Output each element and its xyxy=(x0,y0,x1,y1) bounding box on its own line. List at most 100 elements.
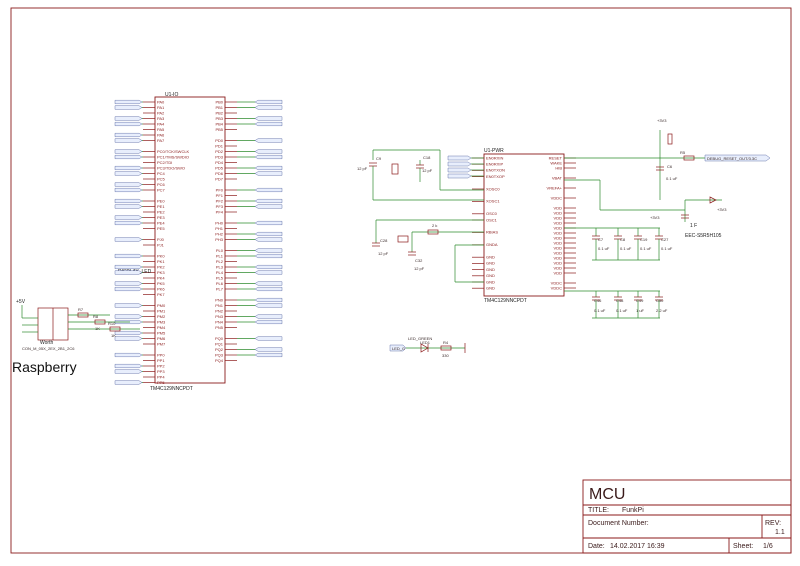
pin-label: GND xyxy=(486,279,495,284)
c6-value: 0.1 uF xyxy=(666,176,678,181)
pin-label: PE2 xyxy=(157,209,165,214)
net-flag xyxy=(114,253,143,258)
c7-value: 0.1 uF xyxy=(598,246,610,251)
vddc-caps: C46 0.1 uF C48 0.1 uF C49 1 uF C50 2.2 u… xyxy=(564,290,668,319)
pin-label: PM2 xyxy=(157,314,166,319)
net-flag xyxy=(254,281,283,286)
pin-label: VDDC xyxy=(551,285,562,290)
pin-label: PK5 xyxy=(157,281,165,286)
resistors-rpi: R7 R8 1K R10 1K xyxy=(77,307,121,338)
pin-label: VDD xyxy=(554,210,563,215)
pin-label: PA3 xyxy=(157,116,165,121)
pin-label: PB1 xyxy=(215,105,223,110)
net-flag xyxy=(254,303,283,308)
title-label: TITLE: xyxy=(588,507,609,514)
c9-value: 12 pF xyxy=(357,166,368,171)
pin-label: PM7 xyxy=(157,341,166,346)
date-value: 14.02.2017 16:39 xyxy=(610,543,665,550)
net-flag xyxy=(114,336,143,341)
r-1k-b: 1K xyxy=(111,333,116,338)
c32-value: 12 pF xyxy=(414,266,425,271)
pin-label: PP5 xyxy=(157,380,165,385)
debug-reset-flag xyxy=(704,154,771,162)
pin-label: PM3 xyxy=(157,319,166,324)
rev-label: REV: xyxy=(765,520,781,527)
sheet-value: 1/6 xyxy=(763,543,773,550)
pin-label: PE0 xyxy=(157,198,165,203)
net-flag xyxy=(114,99,143,105)
pin-label: PL6 xyxy=(216,281,224,286)
pin-label: VDD xyxy=(554,215,563,220)
net-flag xyxy=(114,364,143,368)
c49-label: C49 xyxy=(636,298,644,303)
net-flag xyxy=(254,298,283,302)
net-flag xyxy=(114,353,143,357)
net-flag xyxy=(254,265,283,269)
pin-label: PB0 xyxy=(215,99,223,104)
net-flag xyxy=(254,320,283,324)
pin-label: VDDC xyxy=(551,280,562,285)
pin-label: GND xyxy=(486,261,495,266)
pin-label: PD5 xyxy=(215,165,224,170)
net-flag xyxy=(254,154,283,160)
pin-label: XOSC1 xyxy=(486,199,500,204)
supercap-part: EEC-S5R5H105 xyxy=(685,233,722,239)
net-flag xyxy=(254,198,283,204)
pin-label: VDD xyxy=(554,250,563,255)
pin-label: PD7 xyxy=(215,176,224,181)
pin-label: VDDC xyxy=(551,195,562,200)
pin-label: PE1 xyxy=(157,204,165,209)
net-flag xyxy=(254,105,283,110)
pin-label: PP3 xyxy=(157,369,165,374)
rpi-header-part: CON_M_05X_2EX_2B1_2C6 xyxy=(22,346,75,351)
net-flag xyxy=(254,336,283,341)
pin-label: VDD xyxy=(554,220,563,225)
drawing-frame xyxy=(10,7,792,554)
io-left-net-flags xyxy=(114,99,143,385)
pin-label: EN0TXON xyxy=(486,168,505,173)
net-flag xyxy=(254,138,283,143)
net-flag xyxy=(114,220,143,226)
ic-u1-pwr: U1-PWR EN0RXINEN0RXIPEN0TXONEN0TXOPXOSC0… xyxy=(472,148,576,304)
net-flag xyxy=(254,248,283,253)
net-flag xyxy=(114,138,143,143)
pin-label: PN5 xyxy=(215,325,224,330)
pin-label: PM1 xyxy=(157,308,166,313)
c28-value: 12 pF xyxy=(378,251,389,256)
pin-label: PC4 xyxy=(157,171,166,176)
net-flag xyxy=(254,353,283,357)
pin-label: PC2/TDI xyxy=(157,160,172,165)
c49-value: 1 uF xyxy=(636,308,645,313)
pin-label: PA0 xyxy=(157,99,165,104)
net-flag xyxy=(114,182,143,187)
net-flag xyxy=(254,165,283,171)
pin-label: PF3 xyxy=(216,204,224,209)
ethernet-flags xyxy=(447,155,484,179)
pin-label: GND xyxy=(486,273,495,278)
pin-label: EN0RXIN xyxy=(486,155,503,160)
net-flag xyxy=(114,149,143,154)
pin-label: WAKE xyxy=(550,160,562,165)
pin-label: PC0/TCK/SWCLK xyxy=(157,149,190,154)
pin-label: PE5 xyxy=(157,226,165,231)
net-flag xyxy=(254,287,283,291)
ic-io-ref: U1-IO xyxy=(165,92,178,98)
pin-label: PM4 xyxy=(157,325,166,330)
c50-label: C50 xyxy=(656,298,664,303)
pin-label: PE3 xyxy=(157,215,165,220)
pin-label: VDD xyxy=(554,265,563,270)
led-ref: LED1 xyxy=(420,340,431,345)
pin-label: PD3 xyxy=(215,154,224,159)
c46-value: 0.1 uF xyxy=(594,308,606,313)
title-value: FunkPi xyxy=(622,507,644,514)
pin-label: PB5 xyxy=(215,127,223,132)
pin-label: PM6 xyxy=(157,336,166,341)
pin-label: PD4 xyxy=(215,160,224,165)
pin-label: PF2 xyxy=(216,198,224,203)
net-flag xyxy=(254,270,283,275)
date-label: Date: xyxy=(588,543,605,550)
c48-value: 0.1 uF xyxy=(616,308,628,313)
pin-label: PP1 xyxy=(157,358,165,363)
net-flag xyxy=(254,187,283,193)
net-flag xyxy=(114,105,143,110)
